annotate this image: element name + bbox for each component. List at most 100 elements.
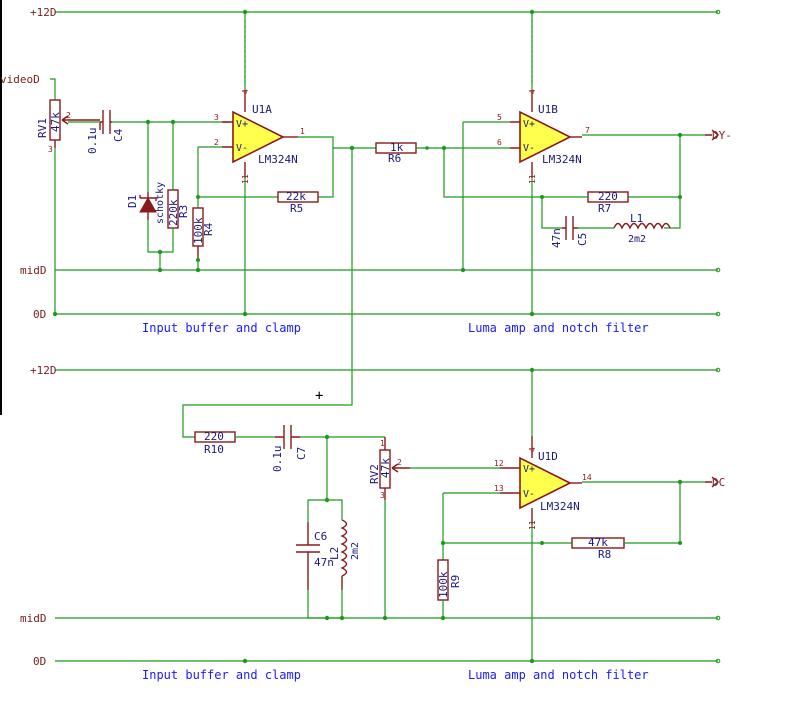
u1b-value: LM324N: [542, 153, 582, 166]
wire-feedback-r5: [318, 148, 334, 198]
c6-capacitor: C6 47n: [296, 522, 342, 619]
wire-l2-top: [327, 499, 343, 520]
l1-inductor: L1 2m2: [613, 212, 671, 245]
rv1-pin-3: 3: [48, 145, 53, 154]
r6-value: 1k: [390, 141, 404, 154]
u1a-pin-1: 1: [300, 127, 305, 136]
c4-capacitor: 0.1u C4: [86, 110, 148, 154]
net-label-mid-top: midD: [20, 264, 47, 277]
output-dc: DC: [705, 476, 725, 489]
u1b-pin-7: 7: [585, 126, 590, 135]
rail-vplus-top: +12D: [30, 6, 721, 19]
u1b-pin-4: 4: [528, 89, 537, 94]
r10-value: 220: [204, 430, 224, 443]
d1-diode: D1 schotky: [126, 122, 166, 253]
r7-resistor: 220 R7: [542, 190, 629, 215]
c7-ref: C7: [295, 447, 308, 460]
u1d-pin-13: 13: [494, 484, 504, 493]
rv2-pin-1: 1: [380, 439, 385, 448]
d1-value: schotky: [155, 182, 166, 224]
rail-mid-top: midD: [20, 264, 721, 277]
rv2-pin-2: 2: [397, 458, 402, 467]
net-label-vplus-bottom: +12D: [30, 364, 57, 377]
u1a-pin-11: 11: [241, 174, 250, 184]
r4-value: 100k: [192, 217, 205, 244]
rv1-ref: RV1: [36, 118, 49, 138]
u1b-opamp: V+ V- U1B LM324N 5 6 7 4 11: [497, 12, 590, 314]
r7-ref: R7: [598, 202, 611, 215]
cursor-crosshair: +: [315, 388, 323, 404]
u1b-ref: U1B: [538, 103, 558, 116]
d1-ref: D1: [126, 195, 139, 208]
net-label-mid-bottom: midD: [20, 612, 47, 625]
wire-c5-left: [541, 197, 562, 229]
u1d-pin-14: 14: [582, 473, 592, 482]
r9-resistor: 100k R9: [437, 559, 462, 618]
u1d-minus: V-: [523, 489, 535, 500]
l1-ref: L1: [630, 212, 643, 225]
r5-value: 22k: [286, 190, 306, 203]
r4-resistor: 100k R4: [192, 147, 215, 270]
r3-ref: R3: [177, 205, 190, 218]
c7-capacitor: 0.1u C7: [271, 425, 385, 472]
wire-u1b-minus-fb: [443, 148, 542, 198]
r3-value: 220k: [167, 199, 180, 226]
rail-gnd-top: 0D: [33, 308, 721, 321]
rv2-pin-3: 3: [380, 491, 385, 500]
rail-gnd-bottom: 0D: [33, 655, 721, 668]
l2-value: 2m2: [350, 542, 361, 560]
u1a-plus: V+: [236, 119, 248, 130]
net-label-out-y: DY-: [712, 129, 732, 142]
output-dy: DY-: [705, 129, 732, 142]
r7-value: 220: [598, 190, 618, 203]
u1a-ref: U1A: [252, 103, 272, 116]
wire-to-bottom-section: [182, 148, 353, 438]
r5-resistor: 22k R5: [277, 190, 319, 215]
u1b-plus: V+: [523, 119, 535, 130]
u1d-opamp: V+ V- U1D LM324N 12 13 14 4 11: [494, 370, 592, 661]
net-label-vplus-top: +12D: [30, 6, 57, 19]
r6-resistor: 1k R6: [352, 141, 463, 165]
u1d-value: LM324N: [540, 500, 580, 513]
u1d-pin-12: 12: [494, 459, 504, 468]
u1d-pin-4: 4: [528, 447, 537, 452]
r9-ref: R9: [449, 575, 462, 588]
u1b-pin-11: 11: [528, 174, 537, 184]
note-input-buffer-bottom: Input buffer and clamp: [142, 668, 301, 682]
r9-value: 100k: [437, 571, 450, 598]
rail-vplus-bottom: +12D: [30, 364, 721, 377]
note-input-buffer-top: Input buffer and clamp: [142, 321, 301, 335]
c7-value: 0.1u: [271, 446, 284, 473]
c5-capacitor: 47n C5: [550, 216, 614, 248]
u1a-pin-2: 2: [214, 138, 219, 147]
c4-ref: C4: [112, 128, 125, 142]
net-label-gnd-bottom: 0D: [33, 655, 46, 668]
note-luma-bottom: Luma amp and notch filter: [468, 668, 649, 682]
net-label-out-c: DC: [712, 476, 725, 489]
u1b-minus: V-: [523, 143, 535, 154]
c5-ref: C5: [576, 233, 589, 246]
rv1-pin-2: 2: [66, 111, 71, 120]
u1d-ref: U1D: [538, 450, 558, 463]
u1a-pin-3: 3: [214, 113, 219, 122]
note-luma-top: Luma amp and notch filter: [468, 321, 649, 335]
u1a-value: LM324N: [258, 153, 298, 166]
rv2-ref: RV2: [368, 464, 381, 484]
r3-resistor: 220k R3: [157, 122, 190, 270]
wire-u1a-out: [298, 136, 352, 149]
r10-ref: R10: [204, 443, 224, 456]
l2-inductor: L2 2m2: [328, 519, 361, 621]
u1b-pin-6: 6: [497, 138, 502, 147]
r8-resistor: 47k R8: [571, 536, 680, 561]
rv2-potentiometer: RV2 47k 1 2 3: [368, 437, 500, 618]
r8-value: 47k: [588, 536, 608, 549]
net-label-video: videoD: [0, 73, 40, 86]
rv2-value: 47k: [379, 458, 392, 478]
r10-resistor: 220 R10: [194, 430, 275, 456]
r8-ref: R8: [598, 548, 611, 561]
u1b-pin-5: 5: [497, 113, 502, 122]
rv1-value: 47k: [49, 112, 62, 132]
l1-value: 2m2: [628, 234, 646, 245]
r5-ref: R5: [290, 202, 303, 215]
